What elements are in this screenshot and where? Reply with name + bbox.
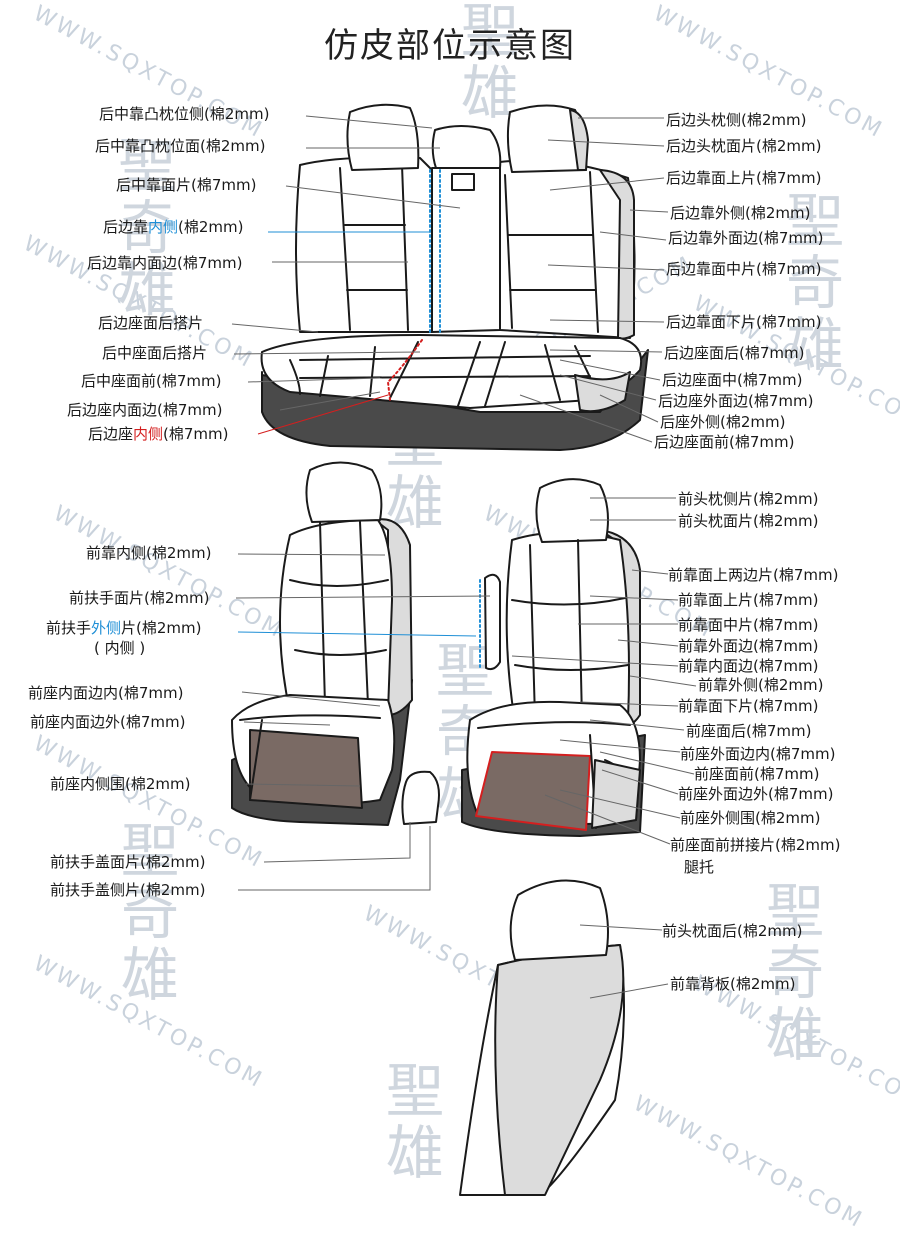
- front-left-seat-lines: [239, 714, 381, 801]
- label-r2: 后边头枕面片(棉2mm): [666, 137, 822, 155]
- rear-headrest-left: [346, 103, 420, 171]
- label-l8: 后中座面前(棉7mm): [81, 372, 222, 390]
- rear-headrest-center: [431, 125, 502, 169]
- label-n7: 前靠内面边(棉7mm): [678, 657, 819, 675]
- front-left-armrest: [484, 573, 501, 671]
- label-m5: 前座内面边外(棉7mm): [30, 713, 186, 731]
- rear-seat-lines: [289, 341, 601, 407]
- label-l4: 后边靠内侧(棉2mm): [103, 218, 244, 236]
- seat-diagram: [231, 103, 697, 1196]
- rear-bench-seat: [260, 103, 649, 451]
- watermark-chars: 聖奇雄: [120, 817, 179, 1009]
- rear-headrest-right-side: [569, 109, 589, 171]
- front-left-headrest: [305, 461, 383, 523]
- label-r6: 后边靠面中片(棉7mm): [666, 260, 822, 278]
- label-n2: 前头枕面片(棉2mm): [678, 512, 819, 530]
- label-n13: 前座外面边外(棉7mm): [678, 785, 834, 803]
- rear-backrest-center: [431, 167, 501, 333]
- label-m3b: ( 内侧 ): [94, 639, 146, 657]
- label-n14: 前座外侧围(棉2mm): [680, 809, 821, 827]
- front-right-seat-insert: [475, 751, 591, 831]
- front-right-seat: [461, 478, 646, 837]
- label-r1: 后边头枕侧(棉2mm): [666, 111, 807, 129]
- label-n10: 前座面后(棉7mm): [686, 722, 812, 740]
- rear-backrest-lines: [339, 164, 599, 333]
- label-l5: 后边靠内面边(棉7mm): [87, 254, 243, 272]
- label-m7: 前扶手盖面片(棉2mm): [50, 853, 206, 871]
- rear-dotted-seams: [387, 169, 441, 401]
- label-m4: 前座内面边内(棉7mm): [28, 684, 184, 702]
- page-title: 仿皮部位示意图: [324, 26, 576, 66]
- label-r8: 后边座面后(棉7mm): [664, 344, 805, 362]
- front-left-seat: [231, 461, 413, 826]
- label-l1: 后中靠凸枕位侧(棉2mm): [99, 105, 270, 123]
- front-left-seat-insert: [249, 729, 363, 809]
- label-r7: 后边靠面下片(棉7mm): [666, 313, 822, 331]
- label-r10: 后边座外面边(棉7mm): [658, 392, 814, 410]
- label-n16: 腿托: [684, 858, 715, 876]
- front-left-backrest: [279, 519, 393, 713]
- label-m6: 前座内侧围(棉2mm): [50, 775, 191, 793]
- label-b2: 前靠背板(棉2mm): [670, 975, 796, 993]
- front-right-cushion-side: [591, 759, 641, 829]
- rear-center-bump: [451, 173, 475, 191]
- label-l6: 后边座面后搭片: [98, 314, 204, 332]
- back-view-headrest: [509, 879, 609, 961]
- front-right-headrest: [535, 478, 609, 543]
- watermark-chars: 聖奇雄: [765, 877, 824, 1069]
- label-n1: 前头枕侧片(棉2mm): [678, 490, 819, 508]
- rear-seat-cushion: [260, 334, 642, 409]
- label-r3: 后边靠面上片(棉7mm): [666, 169, 822, 187]
- label-n15: 前座面前拼接片(棉2mm): [670, 836, 841, 854]
- label-m1: 前靠内侧(棉2mm): [86, 544, 212, 562]
- label-n3: 前靠面上两边片(棉7mm): [668, 566, 839, 584]
- rear-seat-right-side: [574, 371, 631, 413]
- label-n5: 前靠面中片(棉7mm): [678, 616, 819, 634]
- label-n11: 前座外面边内(棉7mm): [680, 745, 836, 763]
- label-n8: 前靠外侧(棉2mm): [698, 676, 824, 694]
- front-right-backrest: [505, 531, 630, 723]
- label-b1: 前头枕面后(棉2mm): [662, 922, 803, 940]
- rear-seat-base: [261, 349, 649, 451]
- front-seat-back-view: [459, 879, 625, 1196]
- label-m3: 前扶手外侧片(棉2mm): [46, 619, 202, 637]
- label-m2: 前扶手面片(棉2mm): [69, 589, 210, 607]
- label-n9: 前靠面下片(棉7mm): [678, 697, 819, 715]
- label-n4: 前靠面上片(棉7mm): [678, 591, 819, 609]
- label-r11: 后座外侧(棉2mm): [660, 413, 786, 431]
- front-left-back-lines: [289, 521, 389, 706]
- label-l2: 后中靠凸枕位面(棉2mm): [95, 137, 266, 155]
- front-right-back-lines: [511, 539, 629, 721]
- leader-lines: [231, 115, 697, 999]
- label-l9: 后边座内面边(棉7mm): [67, 401, 223, 419]
- label-l10: 后边座内侧(棉7mm): [88, 425, 229, 443]
- label-r9: 后边座面中(棉7mm): [662, 371, 803, 389]
- back-view-board: [494, 944, 625, 1196]
- label-r4: 后边靠外侧(棉2mm): [670, 204, 811, 222]
- armrest-cap: [401, 770, 440, 825]
- label-n6: 前靠外面边(棉7mm): [678, 637, 819, 655]
- label-m8: 前扶手盖侧片(棉2mm): [50, 881, 206, 899]
- label-n12: 前座面前(棉7mm): [694, 765, 820, 783]
- watermark-chars: 聖雄: [385, 1057, 444, 1187]
- label-r5: 后边靠外面边(棉7mm): [668, 229, 824, 247]
- label-r12: 后边座面前(棉7mm): [654, 433, 795, 451]
- label-l7: 后中座面后搭片: [102, 344, 208, 362]
- rear-backrest-left: [295, 156, 433, 333]
- watermark-chars: 聖奇雄: [785, 187, 844, 379]
- watermark-chars: 聖奇雄: [117, 132, 176, 324]
- watermark-chars: 聖雄: [460, 0, 519, 127]
- label-l3: 后中靠面片(棉7mm): [116, 176, 257, 194]
